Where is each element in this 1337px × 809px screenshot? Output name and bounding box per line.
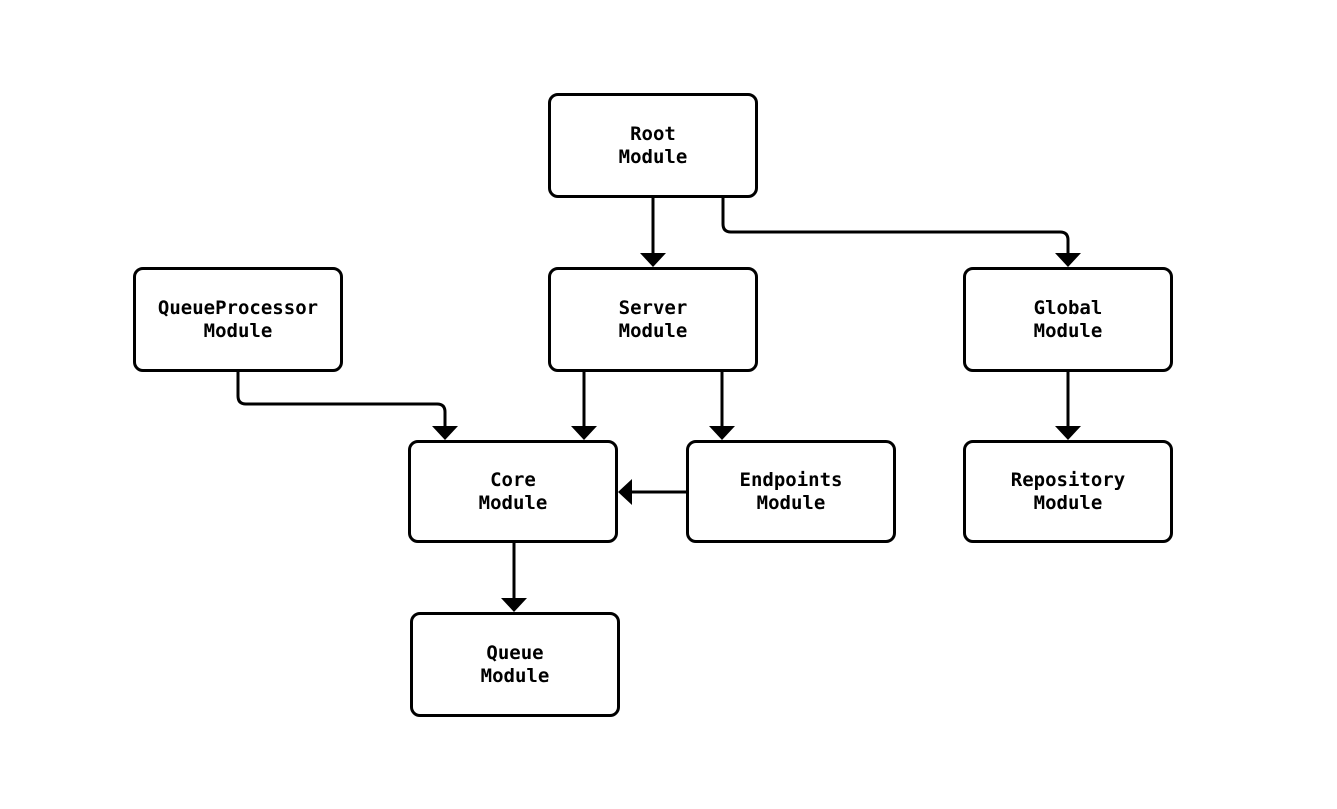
node-queue-module-label: Queue Module — [480, 641, 550, 687]
node-server-module: Server Module — [548, 267, 758, 372]
node-core-module: Core Module — [408, 440, 618, 543]
edge-global-to-repository — [1055, 372, 1081, 440]
arrowhead-down-icon — [709, 426, 735, 440]
arrowhead-down-icon — [1055, 426, 1081, 440]
node-endpoints-module: Endpoints Module — [686, 440, 896, 543]
edge-root-to-server — [640, 198, 666, 267]
node-endpoints-module-label: Endpoints Module — [739, 468, 843, 514]
node-queueprocessor-module: QueueProcessor Module — [133, 267, 343, 372]
arrowhead-down-icon — [501, 598, 527, 612]
arrowhead-down-icon — [432, 426, 458, 440]
node-global-module-label: Global Module — [1033, 296, 1103, 342]
edge-queueprocessor-to-core — [236, 372, 458, 440]
node-root-module: Root Module — [548, 93, 758, 198]
node-queueprocessor-module-label: QueueProcessor Module — [157, 296, 319, 342]
edge-server-to-endpoints — [709, 372, 735, 440]
node-core-module-label: Core Module — [478, 468, 548, 514]
edge-core-to-queue — [501, 543, 527, 612]
node-root-module-label: Root Module — [618, 122, 688, 168]
node-queue-module: Queue Module — [410, 612, 620, 717]
node-repository-module-label: Repository Module — [1010, 468, 1126, 514]
node-repository-module: Repository Module — [963, 440, 1173, 543]
edge-endpoints-to-core — [618, 479, 686, 505]
arrowhead-down-icon — [1055, 253, 1081, 267]
edge-server-to-core — [571, 372, 597, 440]
node-global-module: Global Module — [963, 267, 1173, 372]
node-server-module-label: Server Module — [618, 296, 688, 342]
arrowhead-down-icon — [571, 426, 597, 440]
arrowhead-down-icon — [640, 253, 666, 267]
edge-root-to-global — [721, 198, 1081, 267]
arrowhead-left-icon — [618, 479, 632, 505]
